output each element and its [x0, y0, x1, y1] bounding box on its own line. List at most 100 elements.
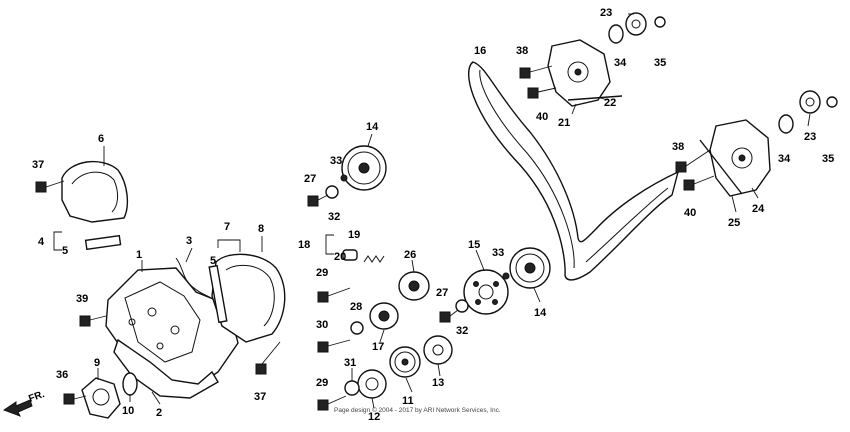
- bolt-40-upper: [527, 87, 557, 99]
- callout-35a: 35: [654, 57, 666, 69]
- callout-37a: 37: [32, 159, 44, 171]
- bolt-37-lower: [255, 341, 281, 375]
- callout-1: 1: [136, 249, 142, 261]
- bolt-29-upper: [317, 287, 351, 303]
- lower-cover: [113, 338, 219, 399]
- callout-9: 9: [94, 357, 100, 369]
- callout-35b: 35: [822, 153, 834, 165]
- callout-26: 26: [404, 249, 416, 261]
- callout-22: 22: [604, 97, 616, 109]
- camshaft-pulley-lower: [509, 247, 551, 289]
- callout-11: 11: [402, 395, 414, 407]
- callout-14a: 14: [366, 121, 379, 133]
- callout-34a: 34: [614, 57, 627, 69]
- callout-23b: 23: [804, 131, 816, 143]
- plug-35-upper: [654, 16, 666, 28]
- callouts: 1 2 3 4 5 5 6 7 8 9 10 11 12 13 14 14 15…: [32, 7, 834, 423]
- callout-15: 15: [468, 239, 480, 251]
- tensioner-spring: [363, 255, 385, 263]
- callout-10: 10: [122, 405, 134, 417]
- callout-27a: 27: [304, 173, 316, 185]
- washer-32-upper: [325, 185, 339, 199]
- callout-33a: 33: [330, 155, 342, 167]
- callout-4: 4: [38, 236, 45, 248]
- callout-29b: 29: [316, 377, 328, 389]
- o-ring: [122, 372, 138, 396]
- callout-33b: 33: [492, 247, 504, 259]
- tensioner-collar: [342, 249, 358, 261]
- callout-18: 18: [298, 239, 310, 251]
- bracket-18: [325, 234, 334, 255]
- bolt-40-lower: [683, 175, 715, 191]
- callout-37b: 37: [254, 391, 266, 403]
- bolt-38-upper: [519, 65, 553, 79]
- callout-27b: 27: [436, 287, 448, 299]
- callout-31: 31: [344, 357, 356, 369]
- front-direction-arrow-icon: FR.: [2, 389, 46, 417]
- callout-39: 39: [76, 293, 88, 305]
- leader-lines: [97, 13, 811, 409]
- upper-cover-right: [211, 253, 286, 343]
- callout-34b: 34: [778, 153, 791, 165]
- pulley-plate: [463, 269, 509, 315]
- idler-pulley: [369, 302, 399, 330]
- callout-7: 7: [224, 221, 230, 233]
- callout-20: 20: [334, 251, 346, 263]
- crankshaft-pulley: [389, 346, 421, 378]
- callout-13: 13: [432, 377, 444, 389]
- pump-housing: [81, 377, 121, 419]
- callout-5a: 5: [62, 245, 68, 257]
- callout-17: 17: [372, 341, 384, 353]
- callout-32a: 32: [328, 211, 340, 223]
- callout-40b: 40: [684, 207, 696, 219]
- callout-24: 24: [752, 203, 765, 215]
- upper-cover-left: [61, 160, 129, 223]
- callout-25: 25: [728, 217, 740, 229]
- callout-32b: 32: [456, 325, 468, 337]
- cap-23-upper: [625, 12, 647, 36]
- washer-28: [350, 321, 364, 335]
- bolt-33-lower: [502, 272, 510, 280]
- callout-38a: 38: [516, 45, 528, 57]
- callout-3: 3: [186, 235, 192, 247]
- callout-16: 16: [474, 45, 486, 57]
- timing-belt: [467, 61, 680, 281]
- camshaft-pulley-upper: [341, 145, 387, 191]
- bolt-30: [317, 339, 351, 353]
- callout-5b: 5: [210, 255, 216, 267]
- callout-23a: 23: [600, 7, 612, 19]
- callout-12: 12: [368, 411, 380, 423]
- guide-plate: [423, 335, 453, 365]
- bolt-29-lower: [317, 395, 347, 411]
- callout-40a: 40: [536, 111, 548, 123]
- bolt-37-upper: [35, 180, 65, 193]
- gasket-5-left: [84, 234, 122, 251]
- seal-34-lower: [778, 114, 794, 134]
- washer-32-lower: [455, 299, 469, 313]
- cam-housing-right: [699, 119, 771, 197]
- seal-34-upper: [608, 24, 624, 44]
- bolt-27-upper: [307, 194, 329, 207]
- gasket-5-right: [208, 264, 228, 324]
- bolt-33-upper: [340, 174, 348, 182]
- callout-38b: 38: [672, 141, 684, 153]
- callout-2: 2: [156, 407, 162, 419]
- bracket-4: [53, 231, 62, 251]
- callout-36: 36: [56, 369, 68, 381]
- cap-23-lower: [799, 90, 821, 114]
- bolt-36: [63, 393, 87, 405]
- crank-washer: [357, 369, 387, 399]
- front-direction-label: FR.: [27, 389, 46, 405]
- tensioner-pulley: [398, 271, 430, 301]
- callout-8: 8: [258, 223, 264, 235]
- callout-28: 28: [350, 301, 362, 313]
- washer-31: [344, 380, 360, 396]
- bolt-39: [79, 315, 107, 327]
- plug-35-lower: [826, 96, 838, 108]
- bracket-7: [217, 239, 241, 252]
- callout-21: 21: [558, 117, 570, 129]
- bolt-38-lower: [675, 149, 711, 173]
- copyright-notice: Page design © 2004 - 2017 by ARI Network…: [334, 406, 501, 414]
- callout-30: 30: [316, 319, 328, 331]
